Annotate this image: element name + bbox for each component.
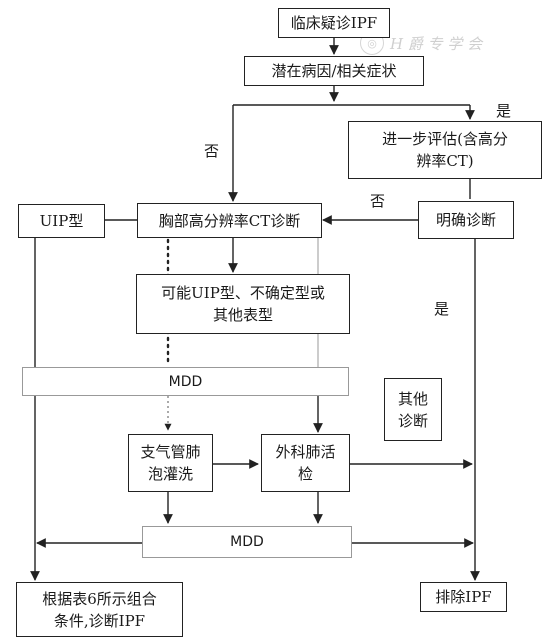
node-clinical-suspect: 临床疑诊IPF (278, 8, 390, 38)
node-possible-uip-line1: 可能UIP型、不确定型或 (161, 284, 325, 302)
node-possible-uip: 可能UIP型、不确定型或 其他表型 (136, 274, 350, 334)
node-clinical-suspect-text: 临床疑诊IPF (290, 14, 378, 32)
node-combo-diagnosis: 根据表6所示组合 条件,诊断IPF (16, 582, 183, 637)
node-exclude-ipf: 排除IPF (420, 582, 507, 612)
node-possible-uip-line2: 其他表型 (212, 306, 273, 324)
node-mdd-2-text: MDD (230, 534, 264, 550)
label-no-mid: 否 (370, 192, 386, 210)
watermark: ◎ H 爵 专 学 会 (360, 30, 520, 56)
node-further-evaluation-line1: 进一步评估(含高分 (382, 130, 508, 148)
label-yes-right: 是 (434, 300, 450, 318)
node-further-evaluation: 进一步评估(含高分 辨率CT) (348, 121, 542, 179)
node-bal-line1: 支气管肺 (140, 443, 201, 461)
node-bal: 支气管肺 泡灌洗 (128, 434, 213, 492)
node-other-diagnosis-line1: 其他 (397, 389, 428, 408)
node-mdd-1: MDD (22, 367, 349, 396)
node-mdd-1-text: MDD (168, 373, 203, 390)
label-no-left: 否 (204, 142, 220, 160)
node-other-diagnosis-line2: 诊断 (397, 411, 428, 430)
node-combo-diagnosis-line1: 根据表6所示组合 (42, 589, 157, 608)
node-mdd-2: MDD (142, 526, 352, 558)
node-uip-type-text: UIP型 (39, 212, 84, 230)
node-surgical-biopsy: 外科肺活 检 (261, 434, 350, 492)
node-combo-diagnosis-line2: 条件,诊断IPF (53, 611, 146, 630)
node-definite-diagnosis: 明确诊断 (418, 201, 514, 239)
node-definite-diagnosis-text: 明确诊断 (435, 211, 496, 229)
node-exclude-ipf-text: 排除IPF (435, 588, 492, 606)
node-other-diagnosis: 其他 诊断 (384, 378, 442, 441)
watermark-text: H 爵 专 学 会 (390, 34, 483, 53)
node-further-evaluation-line2: 辨率CT) (416, 152, 474, 170)
node-hrct-diagnosis: 胸部高分辨率CT诊断 (137, 203, 322, 238)
node-hrct-diagnosis-text: 胸部高分辨率CT诊断 (158, 211, 301, 230)
node-bal-line2: 泡灌洗 (147, 465, 193, 483)
node-uip-type: UIP型 (18, 204, 105, 238)
node-surgical-biopsy-line1: 外科肺活 (275, 443, 336, 461)
node-potential-cause: 潜在病因/相关症状 (244, 56, 424, 86)
node-potential-cause-text: 潜在病因/相关症状 (271, 62, 397, 80)
label-yes-top: 是 (496, 102, 512, 120)
node-surgical-biopsy-line2: 检 (297, 465, 313, 483)
